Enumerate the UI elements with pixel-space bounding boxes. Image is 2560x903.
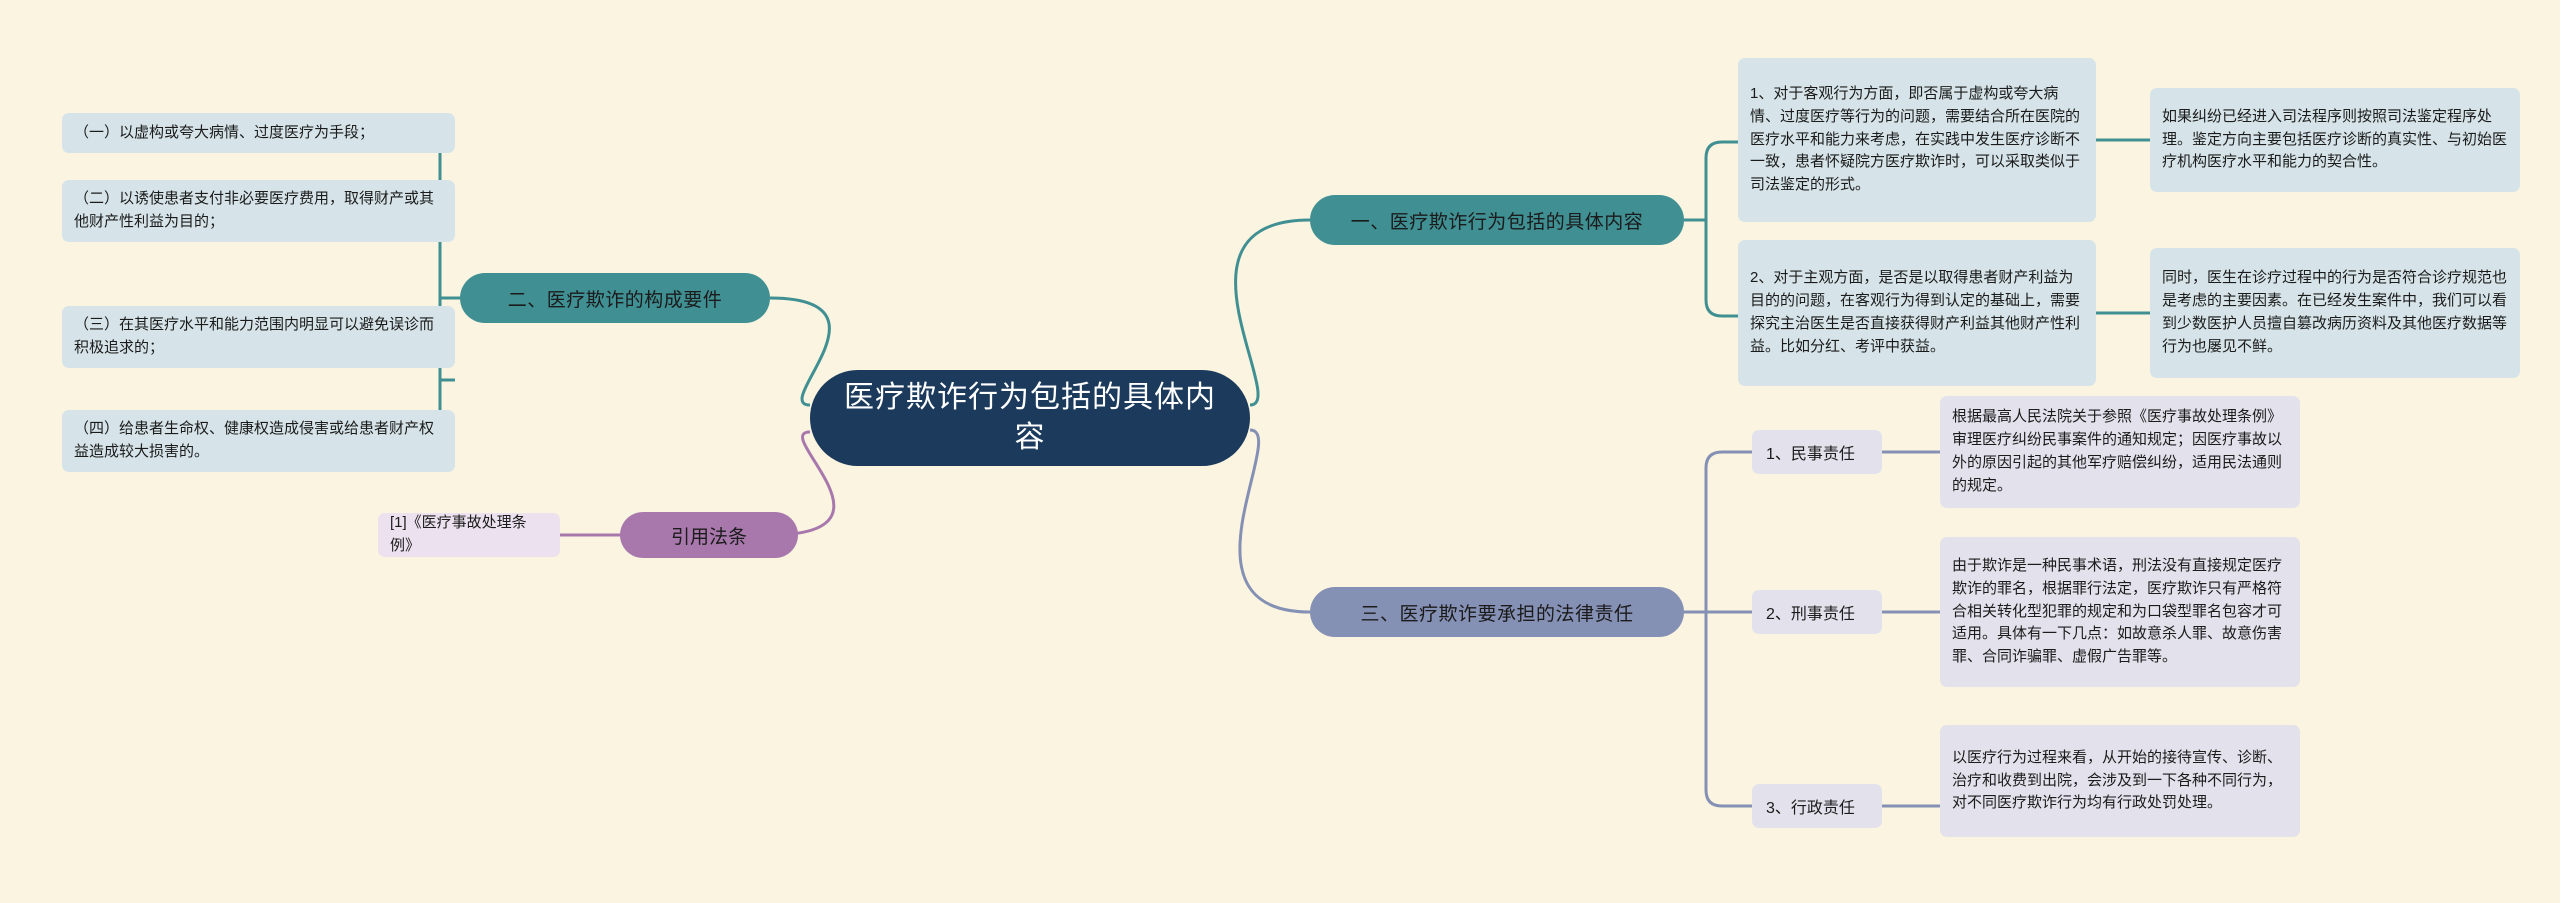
leaf-text: 1、民事责任: [1766, 446, 1855, 463]
leaf-text: 以医疗行为过程来看，从开始的接待宣传、诊断、治疗和收费到出院，会涉及到一下各种不…: [1952, 748, 2283, 812]
leaf-box-subjective-aspect[interactable]: 2、对于主观方面，是否是以取得患者财产利益为目的的问题，在客观行为得到认定的基础…: [1738, 240, 2096, 386]
leaf-text: （二）以诱使患者支付非必要医疗费用，取得财产或其他财产性利益为目的；: [74, 190, 435, 230]
leaf-box-element-four[interactable]: （四）给患者生命权、健康权造成侵害或给患者财产权益造成较大损害的。: [62, 410, 455, 472]
leaf-box-judicial-appraisal[interactable]: 如果纠纷已经进入司法程序则按照司法鉴定程序处理。鉴定方向主要包括医疗诊断的真实性…: [2150, 88, 2520, 192]
leaf-text: 根据最高人民法院关于参照《医疗事故处理条例》审理医疗纠纷民事案件的通知规定；因医…: [1952, 408, 2283, 494]
leaf-box-criminal-liability-detail[interactable]: 由于欺诈是一种民事术语，刑法没有直接规定医疗欺诈的罪名，根据罪行法定，医疗欺诈只…: [1940, 537, 2300, 687]
leaf-text: 同时，医生在诊疗过程中的行为是否符合诊疗规范也是考虑的主要因素。在已经发生案件中…: [2162, 269, 2508, 355]
leaf-text: 如果纠纷已经进入司法程序则按照司法鉴定程序处理。鉴定方向主要包括医疗诊断的真实性…: [2162, 107, 2508, 171]
leaf-box-criminal-liability[interactable]: 2、刑事责任: [1752, 590, 1882, 634]
leaf-box-objective-behavior[interactable]: 1、对于客观行为方面，即否属于虚构或夸大病情、过度医疗等行为的问题，需要结合所在…: [1738, 58, 2096, 222]
leaf-box-cited-regulation[interactable]: [1]《医疗事故处理条例》: [378, 513, 560, 557]
leaf-text: 由于欺诈是一种民事术语，刑法没有直接规定医疗欺诈的罪名，根据罪行法定，医疗欺诈只…: [1952, 557, 2283, 666]
branch-node-2[interactable]: 二、医疗欺诈的构成要件: [460, 273, 770, 323]
leaf-box-element-two[interactable]: （二）以诱使患者支付非必要医疗费用，取得财产或其他财产性利益为目的；: [62, 180, 455, 242]
leaf-text: 2、对于主观方面，是否是以取得患者财产利益为目的的问题，在客观行为得到认定的基础…: [1750, 269, 2081, 355]
leaf-box-diagnosis-norms[interactable]: 同时，医生在诊疗过程中的行为是否符合诊疗规范也是考虑的主要因素。在已经发生案件中…: [2150, 248, 2520, 378]
branch-node-3[interactable]: 三、医疗欺诈要承担的法律责任: [1310, 587, 1684, 637]
root-node[interactable]: 医疗欺诈行为包括的具体内容: [810, 370, 1250, 466]
leaf-text: 2、刑事责任: [1766, 606, 1855, 623]
leaf-text: （三）在其医疗水平和能力范围内明显可以避免误诊而积极追求的；: [74, 316, 435, 356]
leaf-box-element-one[interactable]: （一）以虚构或夸大病情、过度医疗为手段；: [62, 113, 455, 153]
leaf-text: （一）以虚构或夸大病情、过度医疗为手段；: [74, 123, 375, 141]
leaf-box-administrative-liability-detail[interactable]: 以医疗行为过程来看，从开始的接待宣传、诊断、治疗和收费到出院，会涉及到一下各种不…: [1940, 725, 2300, 837]
leaf-box-element-three[interactable]: （三）在其医疗水平和能力范围内明显可以避免误诊而积极追求的；: [62, 306, 455, 368]
leaf-box-administrative-liability[interactable]: 3、行政责任: [1752, 784, 1882, 828]
leaf-text: 1、对于客观行为方面，即否属于虚构或夸大病情、过度医疗等行为的问题，需要结合所在…: [1750, 85, 2081, 194]
leaf-text: （四）给患者生命权、健康权造成侵害或给患者财产权益造成较大损害的。: [74, 420, 435, 460]
leaf-text: [1]《医疗事故处理条例》: [390, 514, 527, 554]
leaf-box-civil-liability-detail[interactable]: 根据最高人民法院关于参照《医疗事故处理条例》审理医疗纠纷民事案件的通知规定；因医…: [1940, 396, 2300, 508]
branch-node-cited-law[interactable]: 引用法条: [620, 512, 798, 558]
leaf-text: 3、行政责任: [1766, 800, 1855, 817]
leaf-box-civil-liability[interactable]: 1、民事责任: [1752, 430, 1882, 474]
branch-node-1[interactable]: 一、医疗欺诈行为包括的具体内容: [1310, 195, 1684, 245]
